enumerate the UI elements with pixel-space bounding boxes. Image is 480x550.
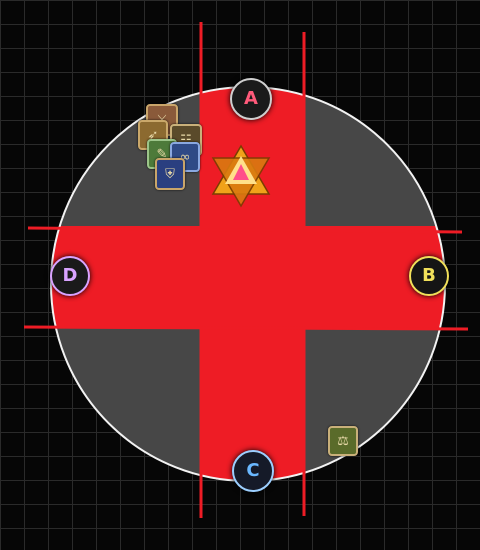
sage-job-icon[interactable]: ⚖ bbox=[328, 426, 358, 456]
waymark-a-icon[interactable]: A bbox=[230, 78, 272, 120]
waymark-d-label: D bbox=[62, 265, 78, 286]
boss-marker-icon[interactable] bbox=[211, 144, 271, 208]
aoe-horizontal-band bbox=[51, 226, 445, 328]
sage-job-icon[interactable]: ∞ bbox=[170, 142, 200, 172]
waymark-c-label: C bbox=[246, 460, 260, 481]
paladin-job-icon[interactable]: ⛨ bbox=[155, 158, 185, 190]
waymark-b-icon[interactable]: B bbox=[409, 256, 449, 296]
waymark-c-icon[interactable]: C bbox=[232, 450, 274, 492]
waymark-b-label: B bbox=[422, 265, 436, 286]
aoe-edge-line bbox=[27, 226, 463, 234]
waymark-d-icon[interactable]: D bbox=[50, 256, 90, 296]
aoe-edge-line bbox=[23, 325, 469, 331]
waymark-a-label: A bbox=[244, 88, 258, 109]
